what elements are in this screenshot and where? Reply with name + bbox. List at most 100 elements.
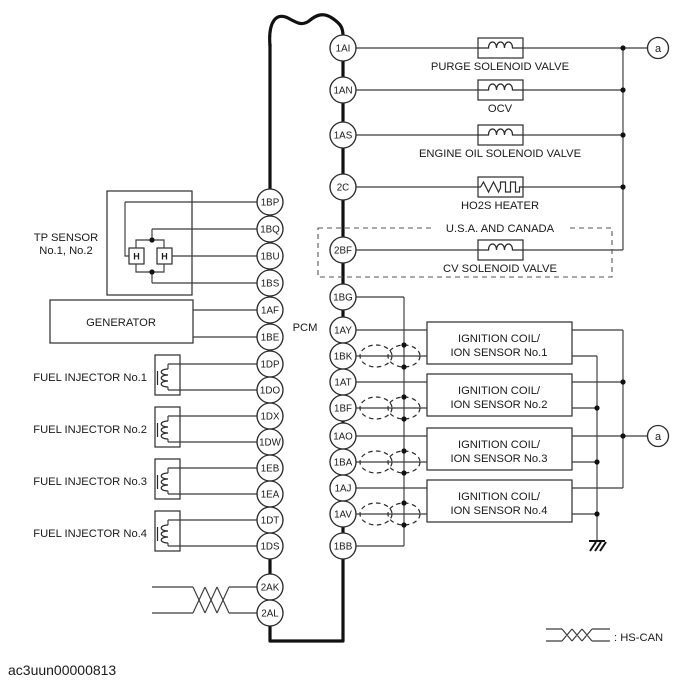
svg-text:1DP: 1DP — [260, 360, 280, 371]
pcm-pin-2bf: 2BF — [329, 236, 357, 264]
pcm-pin-1bg: 1BG — [329, 283, 357, 311]
pcm-pin-1be: 1BE — [256, 323, 284, 351]
ignition-coil-4-box — [426, 479, 573, 523]
pcm-pin-1ea: 1EA — [256, 480, 284, 508]
tp-sensor-label-line2: No.1, No.2 — [39, 245, 92, 257]
ignition-coil-1-label-line1: IGNITION COIL/ — [458, 333, 541, 345]
ignition-coil-4-label-line2: ION SENSOR No.4 — [451, 505, 548, 517]
harness-continuation-squiggle — [268, 13, 345, 559]
svg-text:1AI: 1AI — [336, 44, 351, 55]
connector-a-mid: a — [646, 424, 670, 448]
pcm-pin-1af: 1AF — [256, 296, 284, 324]
generator-label: GENERATOR — [86, 317, 156, 329]
ignition-coil-1-box — [426, 321, 573, 365]
pcm-pin-1eb: 1EB — [256, 454, 284, 482]
svg-text:1AJ: 1AJ — [335, 484, 352, 495]
ignition-coil-1-label-line2: ION SENSOR No.1 — [451, 347, 548, 359]
svg-text:2BF: 2BF — [334, 246, 352, 257]
pcm-pin-1as: 1AS — [329, 121, 357, 149]
hs-can-legend-symbol — [546, 628, 610, 642]
svg-text:1AN: 1AN — [333, 86, 352, 97]
svg-text:1AV: 1AV — [334, 510, 352, 521]
tp-hall-element-1-label: H — [133, 252, 140, 262]
tp-sensor-box — [106, 190, 193, 296]
svg-text:1BA: 1BA — [334, 458, 353, 469]
ignition-coil-3-label-line1: IGNITION COIL/ — [458, 439, 541, 451]
solenoid-symbols — [478, 41, 523, 251]
svg-text:2C: 2C — [337, 183, 350, 194]
ground-symbol — [589, 540, 607, 552]
pcm-label: PCM — [293, 322, 318, 334]
svg-text:a: a — [655, 431, 662, 443]
svg-text:1BK: 1BK — [334, 352, 353, 363]
injector-coil-symbols — [156, 368, 169, 544]
svg-text:1EB: 1EB — [261, 464, 280, 475]
pcm-pin-2al: 2AL — [256, 599, 284, 627]
pcm-left-pins: 1BP 1BQ 1BU 1BS 1AF 1BE 1DP 1DO 1DX 1DW … — [256, 188, 284, 627]
right-wires — [356, 47, 648, 547]
svg-text:1BU: 1BU — [260, 252, 279, 263]
fuel-injector-1-label: FUEL INJECTOR No.1 — [33, 372, 147, 384]
svg-text:1DO: 1DO — [260, 386, 281, 397]
pcm-pin-1bq: 1BQ — [256, 215, 284, 243]
ignition-coil-2-label-line2: ION SENSOR No.2 — [451, 399, 548, 411]
pcm-pin-2ak: 2AK — [256, 573, 284, 601]
pcm-pin-1ba: 1BA — [329, 448, 357, 476]
pcm-pin-1aj: 1AJ — [329, 474, 357, 502]
shielded-wire-symbols — [359, 344, 421, 526]
generator-box — [49, 299, 194, 344]
fuel-injector-4-label: FUEL INJECTOR No.4 — [33, 528, 147, 540]
pcm-pin-1bk: 1BK — [329, 342, 357, 370]
usa-canada-region — [317, 222, 613, 278]
pcm-pin-1dx: 1DX — [256, 402, 284, 430]
ho2s-heater-resistor-symbol — [478, 180, 523, 194]
hs-can-legend: : HS-CAN — [546, 628, 663, 644]
svg-text:1AY: 1AY — [334, 326, 352, 337]
svg-text:1BE: 1BE — [261, 333, 280, 344]
purge-solenoid-coil-symbol — [478, 41, 523, 49]
pcm-pin-1ay: 1AY — [329, 316, 357, 344]
ignition-coil-4-label-line1: IGNITION COIL/ — [458, 491, 541, 503]
region-label-mask — [432, 222, 568, 234]
engine-oil-solenoid-label: ENGINE OIL SOLENOID VALVE — [419, 148, 581, 160]
svg-text:1DW: 1DW — [259, 438, 282, 449]
cv-solenoid-label: CV SOLENOID VALVE — [443, 263, 557, 275]
svg-text:1DT: 1DT — [261, 516, 280, 527]
tp-hall-element-2-label: H — [161, 252, 168, 262]
svg-text:1BS: 1BS — [261, 279, 280, 290]
pcm-pin-1bs: 1BS — [256, 269, 284, 297]
pcm-pin-1dt: 1DT — [256, 506, 284, 534]
svg-text:2AL: 2AL — [261, 609, 279, 620]
ocv-label: OCV — [488, 103, 513, 115]
figure-code: ac3uun00000813 — [8, 662, 116, 678]
ignition-coil-3-label-line2: ION SENSOR No.3 — [451, 453, 548, 465]
svg-text:1DS: 1DS — [260, 542, 280, 553]
svg-text:1BQ: 1BQ — [260, 225, 280, 236]
pcm-pin-1ai: 1AI — [329, 34, 357, 62]
engine-oil-solenoid-coil-symbol — [478, 128, 523, 136]
svg-text:a: a — [655, 43, 662, 55]
svg-text:1AO: 1AO — [333, 432, 353, 443]
svg-text:1BB: 1BB — [334, 542, 353, 553]
ignition-coil-3-box — [426, 427, 573, 471]
svg-text:1AF: 1AF — [261, 306, 279, 317]
svg-text:1EA: 1EA — [261, 490, 280, 501]
pcm-pin-1dw: 1DW — [256, 428, 284, 456]
fuel-injector-2-label: FUEL INJECTOR No.2 — [33, 424, 147, 436]
ignition-coil-2-label-line1: IGNITION COIL/ — [458, 385, 541, 397]
labels: TP SENSOR No.1, No.2 H H GENERATOR FUEL … — [8, 61, 581, 678]
tp-sensor-label-line1: TP SENSOR — [34, 232, 98, 244]
pcm-pin-1bu: 1BU — [256, 242, 284, 270]
svg-text:1DX: 1DX — [260, 412, 280, 423]
pcm-pin-1ds: 1DS — [256, 532, 284, 560]
off-page-connectors: a a — [646, 36, 670, 448]
svg-text:1BP: 1BP — [261, 198, 280, 209]
pcm-pin-1bf: 1BF — [329, 394, 357, 422]
pcm-right-pins: 1AI 1AN 1AS 2C 2BF 1BG 1AY 1BK 1AT 1BF 1… — [329, 34, 357, 560]
svg-text:1BG: 1BG — [333, 293, 353, 304]
pcm-pin-1dp: 1DP — [256, 350, 284, 378]
pcm-pin-1at: 1AT — [329, 368, 357, 396]
pcm-pin-2c: 2C — [329, 173, 357, 201]
